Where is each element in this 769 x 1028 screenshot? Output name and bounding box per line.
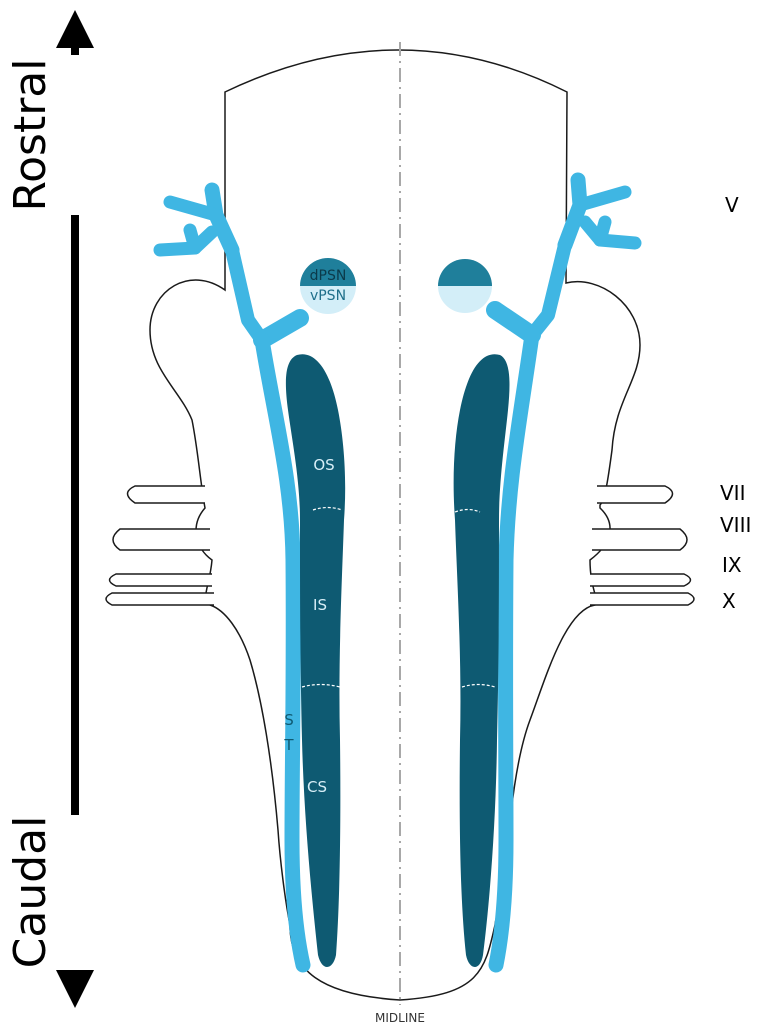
rostral-label: Rostral [5, 59, 56, 212]
left-nerve-ix-root [110, 574, 213, 586]
left-nerve-roots [106, 486, 214, 605]
st-label-t: T [283, 736, 294, 754]
left-principal-sensory-nucleus: dPSN vPSN [300, 258, 356, 314]
rostral-caudal-axis: Rostral Caudal [5, 10, 94, 1008]
brainstem-outline [150, 50, 640, 1000]
dpsn-label: dPSN [310, 268, 347, 284]
left-nerve-viii-root [113, 529, 210, 550]
right-nerve-branch-fork-c [600, 222, 605, 240]
right-nerve-ix-root [590, 574, 691, 586]
vpsn-label: vPSN [310, 288, 346, 304]
nerve-label-viii: VIII [720, 513, 751, 537]
right-nerve-x-root [590, 593, 694, 605]
axis-arrow-down-icon [56, 970, 94, 1008]
axis-label-bg-bottom [58, 815, 92, 970]
right-nerve-branch-fork-a [580, 192, 625, 205]
nerve-label-x: X [722, 589, 736, 613]
left-nerve-vii-root [128, 486, 206, 503]
right-nerve-branch-upper [565, 180, 580, 245]
left-nerve-x-root [106, 593, 214, 605]
right-nerve-roots [590, 486, 694, 605]
axis-arrow-up-icon [56, 10, 94, 48]
is-label: IS [313, 596, 327, 614]
midline-label: MIDLINE [375, 1011, 425, 1025]
right-nerve-vii-root [597, 486, 673, 503]
axis-label-bg-top [58, 55, 92, 215]
nerve-label-ix: IX [722, 553, 742, 577]
st-label-s: S [284, 711, 294, 729]
cs-label: CS [307, 778, 327, 796]
right-nerve-viii-root [592, 529, 687, 550]
nerve-label-v: V [725, 193, 739, 217]
right-principal-sensory-nucleus [438, 259, 492, 313]
left-nerve-branch-fork-c [190, 230, 195, 248]
nerve-label-vii: VII [720, 481, 745, 505]
caudal-label: Caudal [5, 816, 56, 969]
os-label: OS [313, 456, 334, 474]
